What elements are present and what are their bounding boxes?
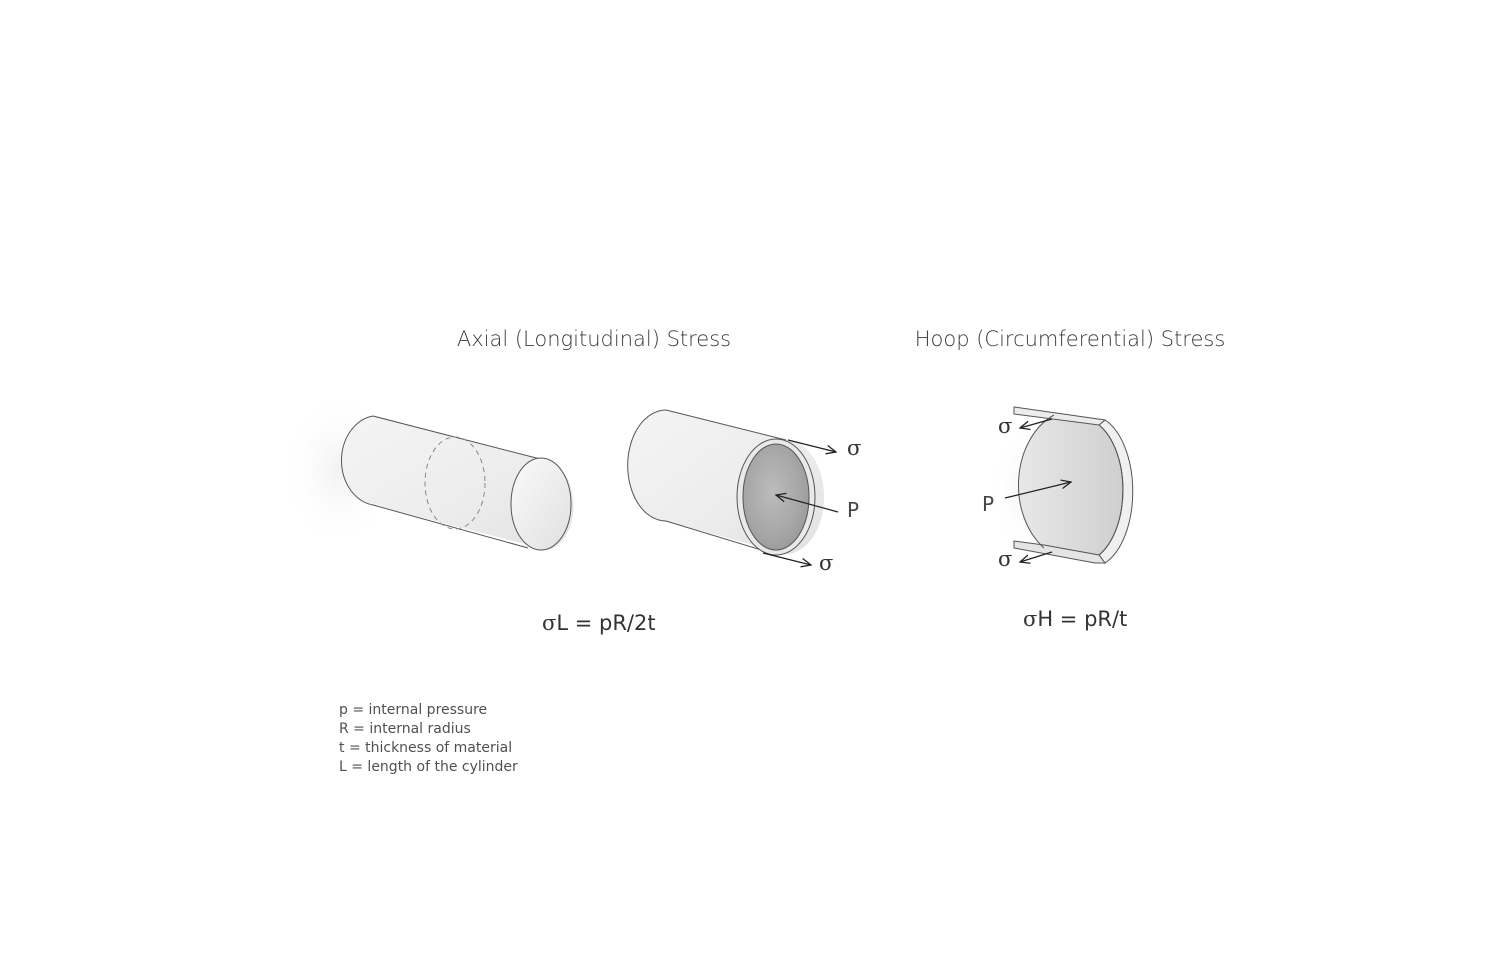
axial-sigma-bottom-arrow xyxy=(762,552,811,565)
axial-sigma-bottom-label: σ xyxy=(819,551,833,575)
hoop-formula: σH = pR/t xyxy=(1023,607,1127,631)
legend-item: t = thickness of material xyxy=(339,740,513,756)
hoop-sigma-top-label: σ xyxy=(998,414,1012,438)
axial-sigma-top-arrow xyxy=(787,439,836,452)
hoop-title: Hoop (Circumferential) Stress xyxy=(915,327,1226,351)
hoop-sigma-top-arrow xyxy=(1020,418,1053,428)
solid-cylinder-end-cap xyxy=(510,457,572,551)
open-cylinder xyxy=(627,409,839,565)
hoop-pressure-label: P xyxy=(982,492,994,516)
open-cylinder-bore xyxy=(742,443,810,551)
axial-formula: σL = pR/2t xyxy=(542,611,656,635)
legend-item: p = internal pressure xyxy=(339,702,488,718)
hoop-sigma-bottom-label: σ xyxy=(998,547,1012,571)
axial-pressure-label: P xyxy=(847,498,859,522)
solid-cylinder xyxy=(280,390,574,551)
hoop-sigma-bottom-arrow xyxy=(1020,551,1053,562)
axial-pressure-arrow xyxy=(776,495,839,513)
legend-item: R = internal radius xyxy=(339,721,471,737)
axial-sigma-top-label: σ xyxy=(847,436,861,460)
variable-legend: p = internal pressure R = internal radiu… xyxy=(339,701,518,777)
section-plane xyxy=(424,436,486,530)
axial-title: Axial (Longitudinal) Stress xyxy=(457,327,731,351)
hoop-pressure-arrow xyxy=(1004,482,1071,499)
hoop-half-shell xyxy=(990,406,1134,563)
legend-item: L = length of the cylinder xyxy=(339,759,518,775)
